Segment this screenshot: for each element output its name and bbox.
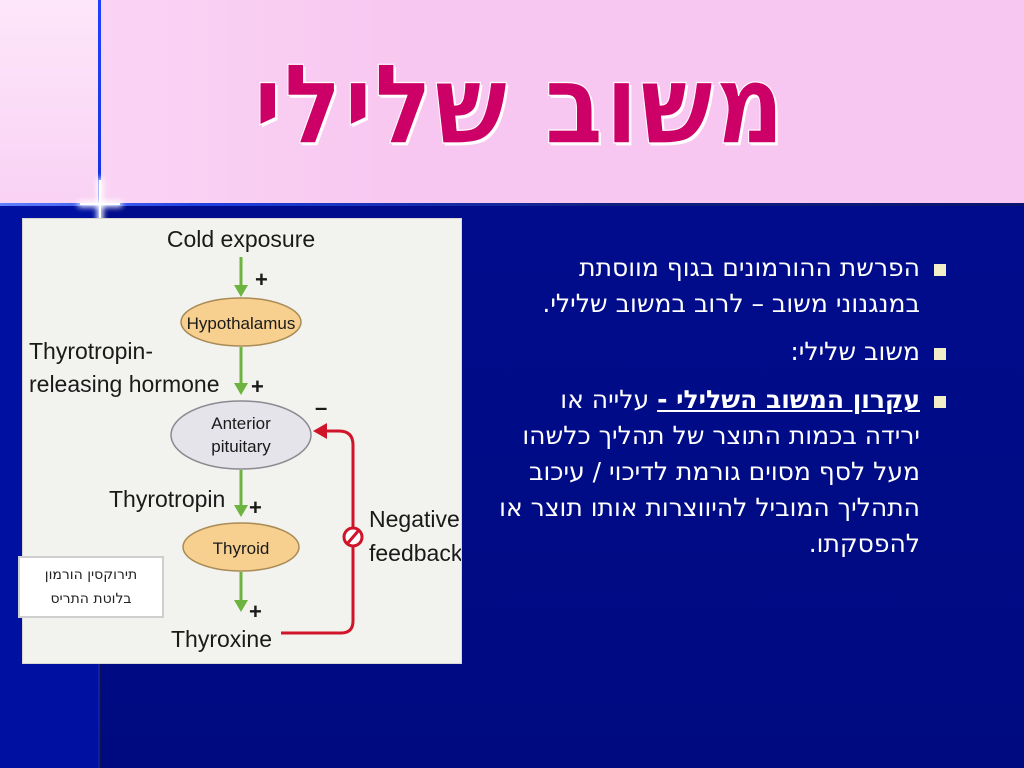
bullet-3-emphasis: עקרון המשוב השלילי -	[657, 385, 920, 414]
bullet-item-2: משוב שלילי:	[498, 334, 960, 370]
hypothalamus-label: Hypothalamus	[187, 314, 296, 333]
plus-sign-4: +	[249, 599, 262, 624]
horizontal-accent-line	[0, 203, 1024, 206]
callout-line2: בלוטת התריס	[50, 591, 132, 607]
trh-label-line2: releasing hormone	[29, 371, 220, 397]
anterior-pituitary-node	[170, 400, 312, 470]
anterior-pituitary-label-line2: pituitary	[211, 437, 271, 456]
feedback-diagram-svg: Cold exposure + Hypothalamus Thyrotropin…	[29, 226, 461, 652]
negative-feedback-label-line1: Negative	[369, 506, 460, 532]
bullet-marker	[934, 264, 946, 276]
bullet-marker	[934, 396, 946, 408]
bullet-text-3: עקרון המשוב השלילי - עלייה או ירידה בכמו…	[498, 382, 920, 562]
slide-title: משוב שלילי	[253, 40, 787, 170]
arrow-cold-to-hypothalamus	[234, 257, 248, 297]
arrow-hypothalamus-to-pituitary	[234, 347, 248, 395]
negative-feedback-arrow	[281, 429, 355, 635]
feedback-diagram: Cold exposure + Hypothalamus Thyrotropin…	[22, 218, 462, 664]
arrow-pituitary-to-thyroid	[234, 470, 248, 517]
sparkle-vertical	[99, 180, 101, 225]
thyroxine-callout: תירוקסין הורמון בלוטת התריס	[18, 556, 164, 618]
title-left-strip	[0, 0, 98, 205]
thyroid-label: Thyroid	[213, 539, 270, 558]
thyroxine-label: Thyroxine	[171, 626, 272, 652]
title-band	[0, 0, 1024, 205]
bullet-text-1: הפרשת ההורמונים בגוף מווסתת במנגנוני משו…	[542, 253, 920, 318]
hypothalamus-node	[180, 297, 302, 347]
plus-sign-1: +	[255, 267, 268, 292]
bullet-text-2: משוב שלילי:	[790, 337, 920, 366]
inhibition-icon	[342, 526, 364, 548]
negative-feedback-arrowhead	[313, 423, 327, 439]
bullet-marker	[934, 348, 946, 360]
sparkle-horizontal	[80, 203, 120, 205]
callout-line1: תירוקסין הורמון	[44, 567, 138, 583]
bullet-list: הפרשת ההורמונים בגוף מווסתת במנגנוני משו…	[498, 250, 960, 574]
thyrotropin-label: Thyrotropin	[109, 486, 225, 512]
thyroid-node	[182, 522, 300, 572]
negative-feedback-label-line2: feedback	[369, 540, 461, 566]
bullet-3-body: עלייה או ירידה בכמות התוצר של תהליך כלשה…	[499, 385, 920, 558]
plus-sign-2: +	[251, 374, 264, 399]
anterior-pituitary-label-line1: Anterior	[211, 414, 271, 433]
arrow-thyroid-to-thyroxine	[234, 572, 248, 612]
minus-sign: –	[315, 395, 327, 420]
plus-sign-3: +	[249, 495, 262, 520]
bullet-item-3: עקרון המשוב השלילי - עלייה או ירידה בכמו…	[498, 382, 960, 562]
cold-exposure-label: Cold exposure	[167, 226, 315, 252]
bullet-item-1: הפרשת ההורמונים בגוף מווסתת במנגנוני משו…	[498, 250, 960, 322]
trh-label-line1: Thyrotropin-	[29, 338, 153, 364]
